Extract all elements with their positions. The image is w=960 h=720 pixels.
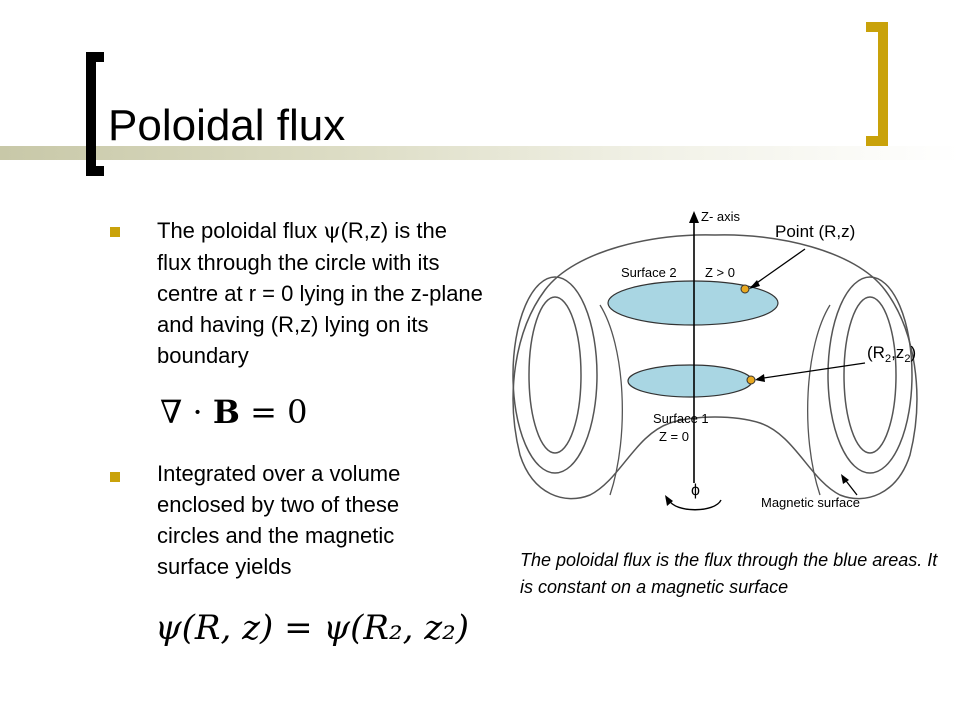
bullet-marker <box>110 227 120 237</box>
z-axis-arrowhead <box>689 211 699 223</box>
point-rz-arrowhead <box>749 280 760 289</box>
diagram-caption: The poloidal flux is the flux through th… <box>520 550 938 597</box>
torus-left-inner <box>599 304 623 496</box>
point-rz-arrow <box>750 248 806 288</box>
left-bracket-decoration <box>86 52 104 176</box>
magnetic-surface-arrowhead <box>841 474 849 484</box>
bullet-text-1: The poloidal flux ψ(R,z) is the flux thr… <box>157 215 487 371</box>
right-bracket-decoration <box>866 22 888 146</box>
bullet-marker <box>110 472 120 482</box>
point-r2z2-label: (R2,z2) <box>867 343 916 365</box>
divergence-equation: ∇ · B = 0 <box>160 393 307 431</box>
surface-2-label: Surface 2 <box>621 265 677 280</box>
left-tube-inner-ring <box>528 296 582 454</box>
flux-equation: ψ(R, z) = ψ(R₂, z₂) <box>155 608 470 648</box>
psi-symbol: ψ <box>323 219 341 244</box>
title-underline-band <box>0 146 960 160</box>
point-r2z2-arrowhead <box>755 374 765 382</box>
z-axis-label: Z- axis <box>701 209 741 224</box>
dot-operator: · <box>182 393 213 431</box>
bullet-text-2: Integrated over a volume enclosed by two… <box>157 461 401 579</box>
phi-rotation-arrow <box>668 499 722 511</box>
phi-arrowhead <box>665 495 673 506</box>
right-tube-outer-ring <box>827 276 913 474</box>
point-r2z2-marker <box>746 375 756 385</box>
bullet-1-pre: The poloidal flux <box>157 218 324 243</box>
surface-2-disk <box>607 280 779 326</box>
point-r2z2-arrow <box>756 362 866 380</box>
point-rz-marker <box>740 284 750 294</box>
torus-diagram: Z- axis Surface 2 Z > 0 Surface 1 Z = 0 … <box>512 209 918 511</box>
surface-1-label: Surface 1 <box>653 411 709 426</box>
z-zero-label: Z = 0 <box>659 429 689 444</box>
left-tube-outer-ring <box>512 276 598 474</box>
magnetic-surface-label: Magnetic surface <box>761 495 860 510</box>
equals-zero: = 0 <box>239 393 308 431</box>
right-tube-inner-ring <box>843 296 897 454</box>
point-rz-label: Point (R,z) <box>775 222 855 241</box>
torus-right-inner <box>807 304 831 496</box>
bullet-1-post: (R,z) is the flux through the circle wit… <box>157 218 483 368</box>
phi-label: ϕ <box>691 482 700 499</box>
b-vector: B <box>212 393 240 431</box>
nabla-symbol: ∇ <box>160 393 183 431</box>
surface-1-disk <box>627 364 753 398</box>
slide-title: Poloidal flux <box>108 101 346 150</box>
z-positive-label: Z > 0 <box>705 265 735 280</box>
